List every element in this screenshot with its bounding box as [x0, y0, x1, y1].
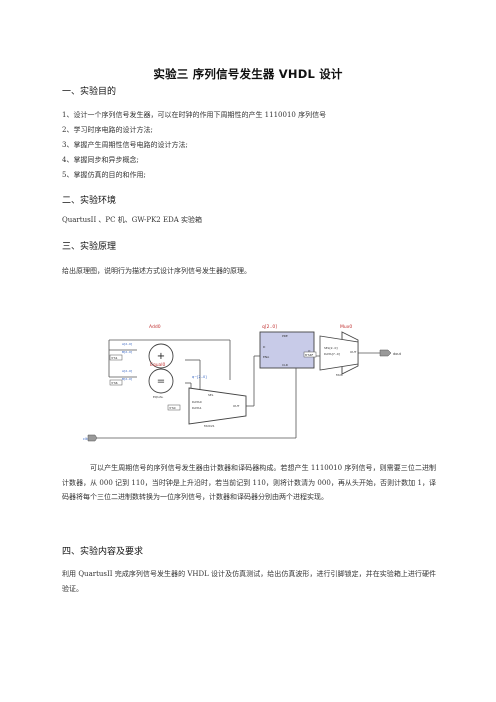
objective-item: 5、掌握仿真的目的和作用; [62, 171, 146, 179]
mux21-data0: DATA0 [192, 400, 202, 404]
register-ena: ENA [263, 355, 270, 359]
adder-in-b: B[2..0] [122, 350, 132, 354]
mux21-in-label: q~[2..0] [192, 375, 207, 379]
adder-op: + [157, 351, 165, 362]
principle-explanation: 可以产生周期信号的序列信号发生器由计数器和译码器构成。若想产生 1110010 … [62, 464, 436, 501]
section1-heading: 一、实验目的 [62, 87, 117, 97]
equal-const-box [109, 379, 123, 386]
mux0-const: 8'h4F [305, 353, 314, 357]
equal-label: Equal0 [150, 362, 166, 368]
mux21-data1: DATA1 [192, 406, 202, 410]
adder-in-a: A[2..0] [122, 342, 132, 346]
mux21-symbol [188, 387, 247, 425]
register-symbol [259, 331, 315, 369]
adder-const-box [109, 354, 123, 361]
mux0-out: OUT [350, 350, 357, 354]
mux21-const-box [167, 404, 181, 411]
section4-heading: 四、实验内容及要求 [62, 547, 144, 557]
register-clr: CLR [282, 363, 288, 367]
equal-in-b: B[2..0] [122, 377, 132, 381]
mux21-sel: SEL [208, 393, 214, 397]
mux0-data: DATA[7..0] [324, 352, 340, 356]
clk-label: clk [83, 437, 89, 441]
mux21-name: MUX21 [204, 424, 215, 428]
mux21-const: 3'h0 [169, 406, 176, 410]
register-pre: PRE [282, 334, 288, 338]
mux0-label: Mux0 [340, 324, 352, 330]
rtl-schematic: + Add0 A[2..0] B[2..0] ADDER 3'h1 = Equa… [83, 324, 402, 442]
mux21-out: OUT [233, 404, 240, 408]
equal-in-a: A[2..0] [122, 369, 132, 373]
mux0-sel: SEL[2..0] [324, 346, 338, 350]
requirements-text: 利用 QuartusII 完成序列信号发生器的 VHDL 设计及仿真测试，给出仿… [62, 570, 436, 593]
adder-const: 3'h1 [111, 356, 118, 360]
dout-label: dout [393, 352, 402, 356]
mux0-body [319, 335, 359, 371]
principle-intro: 给出原理图，说明行为描述方式设计序列信号发生器的原理。 [62, 267, 251, 275]
equal-const: 3'h6 [111, 381, 118, 385]
adder-symbol [148, 343, 174, 369]
environment-text: QuartusII 、PC 机、GW-PK2 EDA 实验箱 [62, 216, 202, 224]
adder-label: Add0 [149, 324, 161, 330]
objective-item: 3、掌握产生周期性信号电路的设计方法; [62, 141, 188, 149]
register-d: D [263, 345, 266, 349]
objective-item: 2、学习时序电路的设计方法; [62, 126, 153, 134]
objective-item: 1、设计一个序列信号发生器，可以在时钟的作用下周期性的产生 1110010 序列… [62, 111, 327, 119]
mux0-name: MUX [336, 373, 343, 377]
equal-symbol [148, 368, 174, 394]
section3-heading: 三、实验原理 [62, 242, 117, 252]
section2-heading: 二、实验环境 [62, 196, 117, 206]
mux0-const-box [303, 351, 317, 358]
clk-port [87, 434, 98, 442]
document-title: 实验三 序列信号发生器 VHDL 设计 [153, 67, 343, 81]
objective-item: 4、掌握同步和异步概念; [62, 156, 139, 164]
equal-name: EQUAL [153, 395, 164, 399]
register-label: q[2..0] [262, 324, 277, 330]
dout-port [379, 349, 392, 357]
equal-op: = [157, 376, 165, 387]
register-q: Q [308, 349, 311, 353]
